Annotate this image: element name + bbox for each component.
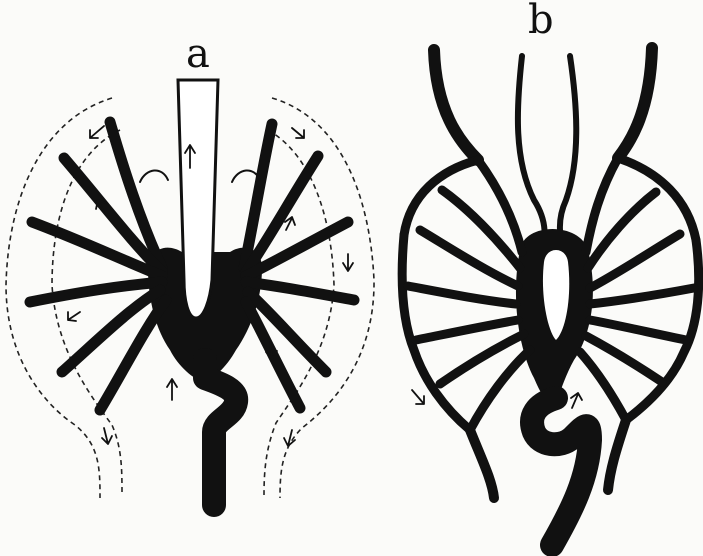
b-loop-left-1	[404, 160, 478, 235]
arrow-left-mid	[68, 312, 80, 321]
b-descending-trunk	[532, 398, 590, 545]
b-top-vessel-left-inner	[518, 56, 545, 256]
b-loop-right-6	[590, 288, 694, 304]
b-loop-right-9	[580, 352, 626, 420]
branch-left-6	[100, 300, 166, 410]
branches-left	[30, 122, 166, 410]
b-loop-left-5	[420, 230, 518, 286]
b-lower-right-branch	[608, 420, 626, 490]
b-top-vessel-right-inner	[560, 56, 576, 256]
b-top-vessel-left-outer	[434, 50, 478, 160]
panel-a-diagram	[6, 80, 374, 505]
arrow-up-trunk	[167, 379, 177, 400]
thin-arc-left	[140, 170, 168, 182]
arrow-left-down	[102, 428, 112, 444]
b-loop-right-7	[590, 320, 686, 340]
arrow-right-upper-inner	[285, 217, 295, 230]
branches-right	[244, 124, 354, 408]
b-top-vessel-right-outer	[618, 48, 652, 158]
b-loop-left-6	[408, 286, 516, 304]
b-lower-left-branch	[470, 430, 494, 498]
b-loops-left	[402, 160, 530, 498]
arrow-right-mid	[343, 254, 353, 271]
b-arrow-left	[412, 390, 424, 404]
arrow-left-top	[90, 126, 104, 138]
b-loop-right-1	[618, 158, 696, 240]
b-loop-left-8	[440, 334, 524, 384]
b-loop-left-7	[416, 320, 518, 340]
descending-trunk	[205, 360, 236, 505]
branch-right-4	[246, 282, 354, 300]
b-arrow-centre	[571, 393, 582, 408]
arrow-right-top	[292, 128, 304, 138]
panel-b-diagram	[402, 48, 699, 545]
median-vessel	[178, 80, 218, 318]
